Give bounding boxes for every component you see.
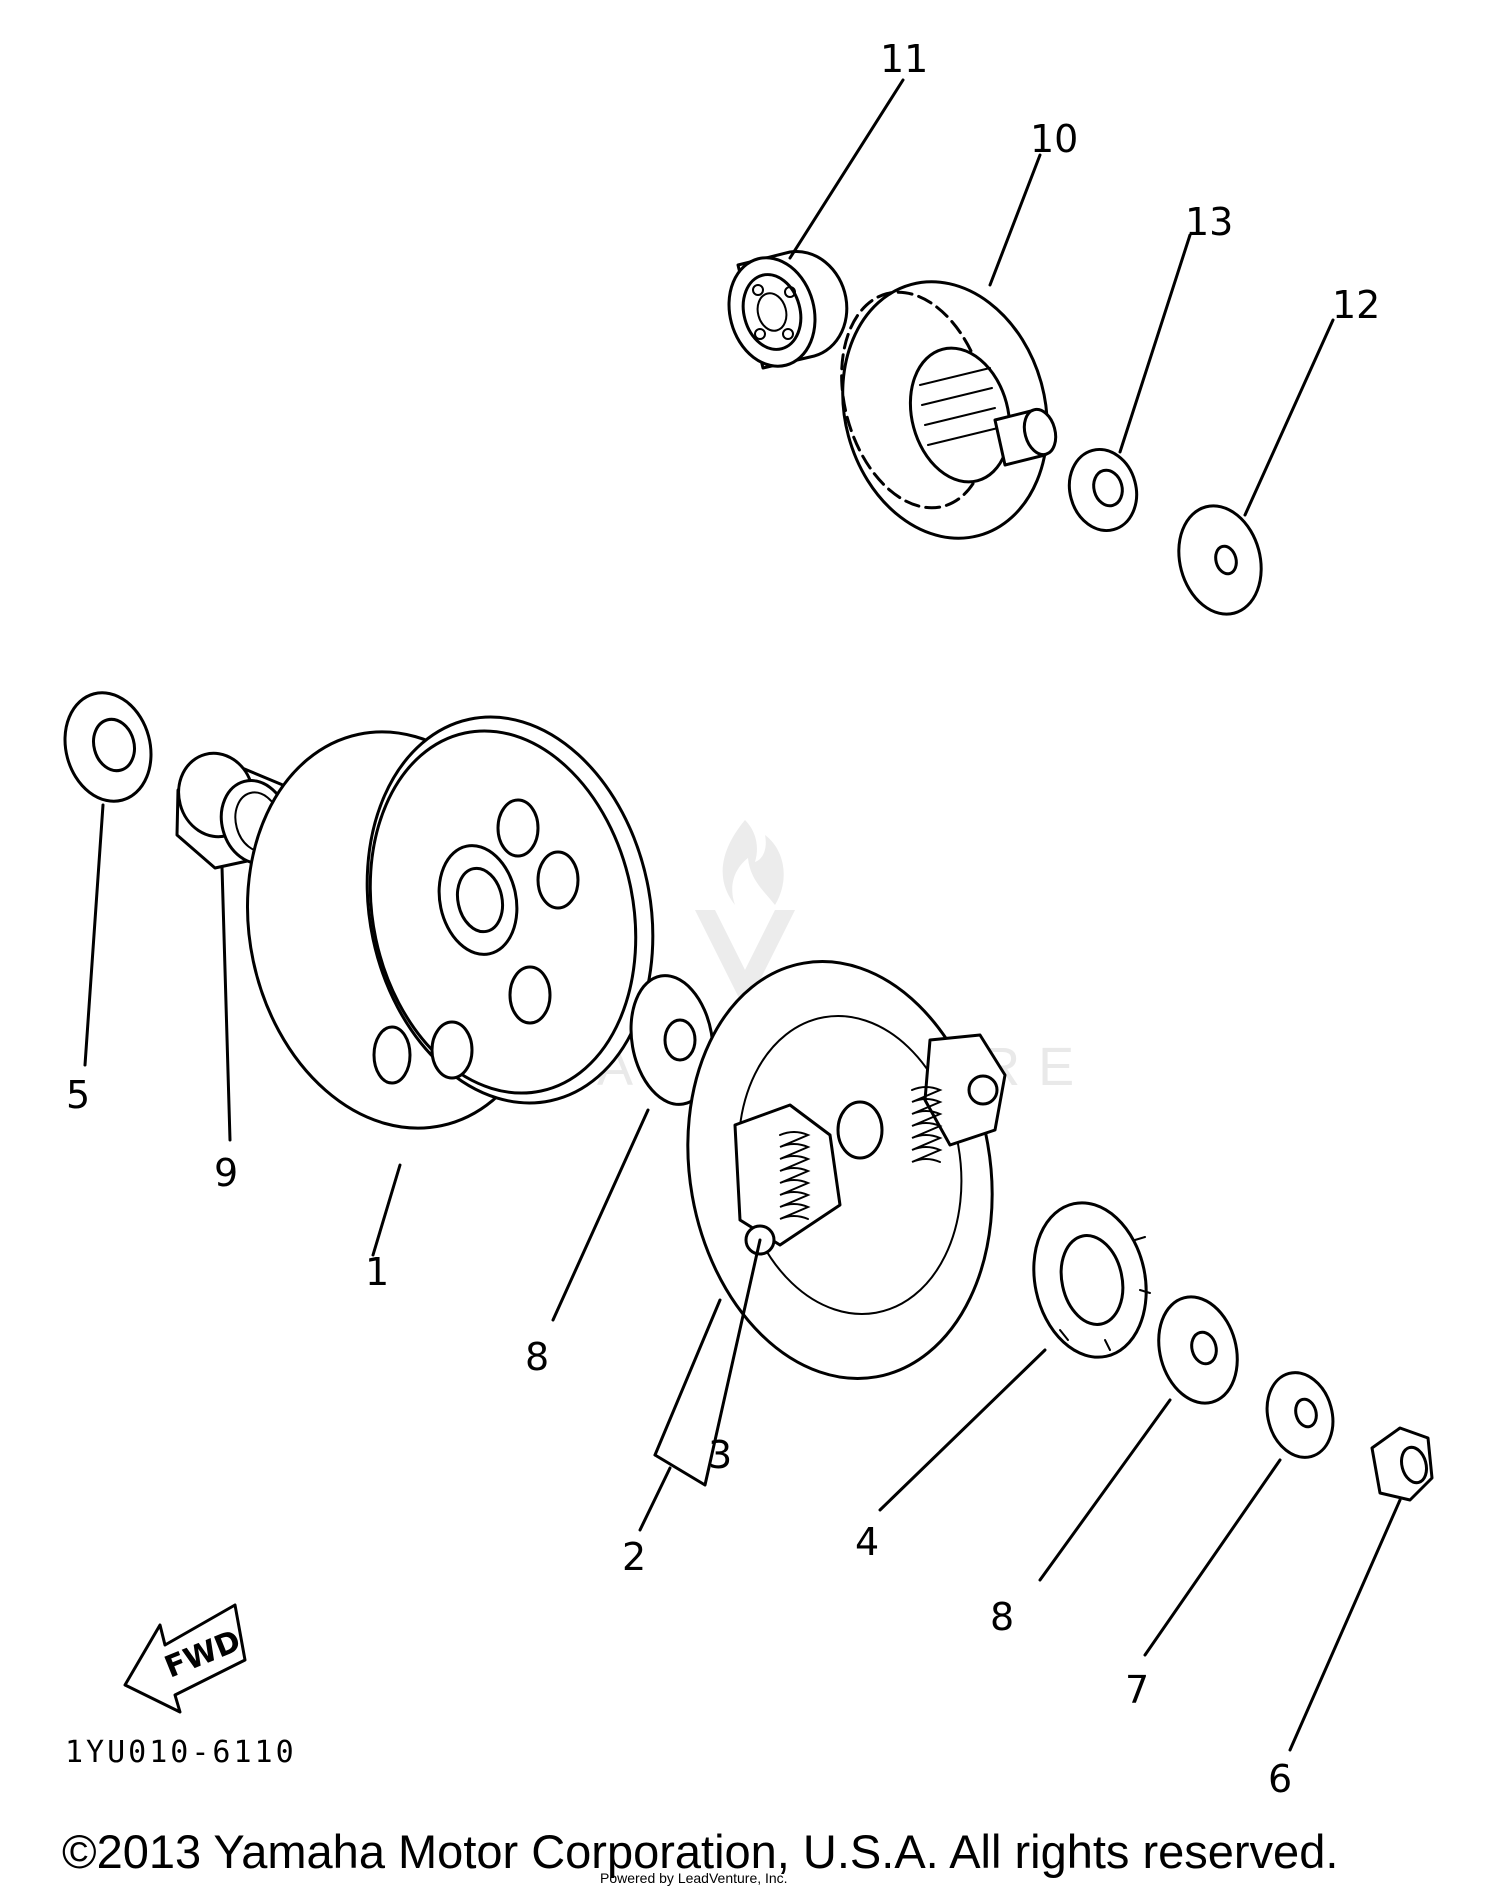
callout-8-lower: 8 — [990, 1595, 1014, 1639]
callout-labels: 11 10 13 12 5 9 1 8 3 2 4 8 7 6 — [66, 37, 1380, 1801]
part-6-nut — [1370, 1426, 1434, 1502]
callout-9: 9 — [214, 1151, 238, 1195]
callout-8-upper: 8 — [525, 1335, 549, 1379]
part-8-washer-upper — [629, 974, 715, 1106]
fwd-arrow-icon: FWD — [123, 1603, 247, 1714]
callout-3: 3 — [708, 1433, 732, 1477]
part-7-washer — [1265, 1371, 1335, 1459]
callout-5: 5 — [66, 1073, 90, 1117]
part-11-bearing — [727, 249, 849, 370]
callout-7: 7 — [1125, 1668, 1149, 1712]
part-12-washer — [1177, 504, 1263, 616]
callout-6: 6 — [1268, 1757, 1292, 1801]
flame-logo-icon — [695, 820, 795, 1010]
part-13-washer — [1067, 447, 1139, 533]
part-3-clutch-springs — [779, 1086, 943, 1220]
part-1-clutch-housing — [245, 715, 655, 1130]
callout-11: 11 — [880, 37, 928, 81]
callout-4: 4 — [855, 1520, 879, 1564]
powered-by-credit: Powered by LeadVenture, Inc. — [600, 1870, 788, 1886]
part-5-washer — [63, 691, 153, 803]
part-8-washer-lower — [1157, 1295, 1239, 1405]
callout-10: 10 — [1030, 117, 1078, 161]
callout-12: 12 — [1332, 283, 1380, 327]
copyright-notice: ©2013 Yamaha Motor Corporation, U.S.A. A… — [62, 1825, 1338, 1878]
part-2-clutch-carrier — [686, 960, 1007, 1380]
callout-1: 1 — [365, 1250, 389, 1294]
figure-code: 1YU010-6110 — [65, 1735, 297, 1770]
part-4-one-way-clutch — [1032, 1201, 1151, 1359]
callout-2: 2 — [622, 1535, 646, 1579]
part-10-drive-gear — [840, 280, 1058, 540]
leader-lines — [83, 78, 1402, 1752]
callout-13: 13 — [1185, 200, 1233, 244]
